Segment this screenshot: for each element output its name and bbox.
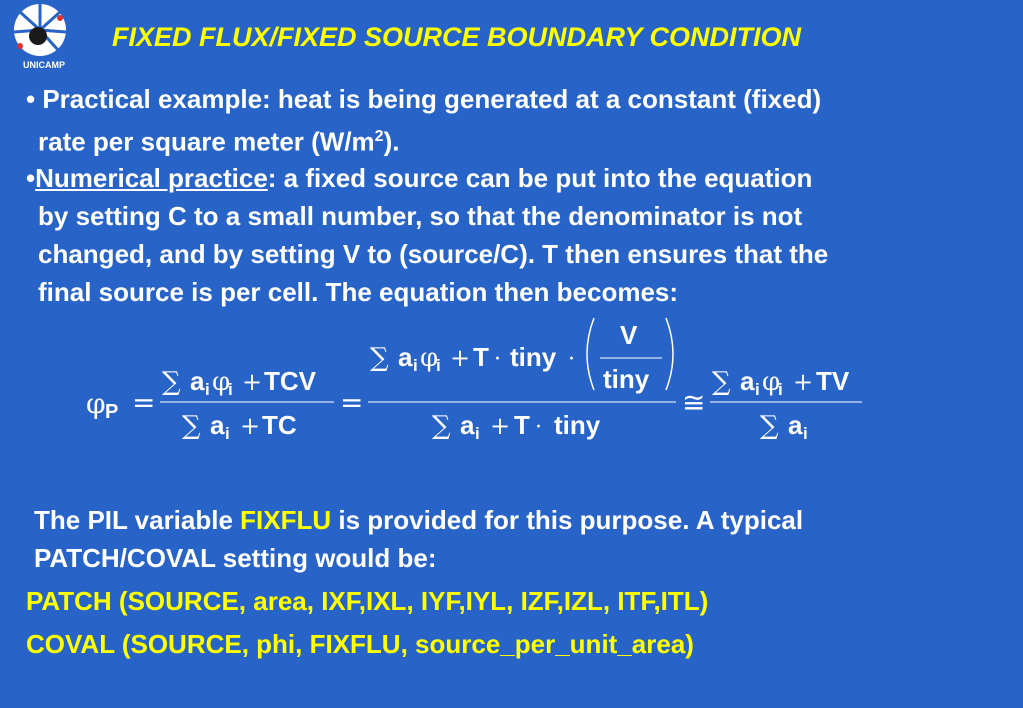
bullet1-line1: Practical example: heat is being generat… [35, 84, 822, 114]
svg-text:a: a [190, 366, 205, 396]
bullet1-line2-end: ). [383, 126, 400, 157]
svg-text:·: · [535, 415, 542, 440]
bullet2-line4: final source is per cell. The equation t… [38, 277, 679, 307]
svg-text:i: i [803, 424, 808, 443]
svg-text:φ: φ [420, 343, 438, 373]
svg-text:+: + [242, 368, 262, 396]
svg-text:+: + [450, 344, 470, 372]
unicamp-logo: UNICAMP [8, 2, 72, 74]
svg-text:a: a [210, 410, 225, 440]
fixflu-paragraph: The PIL variable FIXFLU is provided for … [34, 501, 1009, 577]
svg-text:φ: φ [762, 367, 780, 397]
svg-text:a: a [740, 366, 755, 396]
para3-post: is provided for this purpose. A typical [331, 505, 804, 535]
bullet1-line2: rate per square meter (W/m [38, 126, 375, 157]
svg-text:∑: ∑ [432, 411, 451, 441]
para3-pre: The PIL variable [34, 505, 241, 535]
svg-text:+: + [240, 412, 260, 440]
svg-text:∑: ∑ [712, 367, 731, 397]
svg-text:+: + [793, 368, 813, 396]
svg-text:tiny: tiny [603, 364, 650, 394]
svg-text:TV: TV [816, 366, 850, 396]
svg-text:TC: TC [262, 410, 297, 440]
svg-text:i: i [413, 356, 418, 375]
superscript-2: 2 [374, 128, 384, 145]
para3-line2: PATCH/COVAL setting would be: [34, 543, 437, 573]
svg-text:P: P [105, 401, 118, 423]
svg-text:TCV: TCV [264, 366, 317, 396]
bullet2-line1: : a fixed source can be put into the equ… [267, 163, 813, 193]
svg-text:a: a [788, 410, 803, 440]
svg-text:T: T [514, 410, 530, 440]
svg-text:·: · [494, 347, 501, 372]
equals-sign: = [340, 386, 363, 419]
svg-text:φ: φ [86, 387, 106, 420]
svg-text:T: T [473, 342, 489, 372]
svg-text:∑: ∑ [162, 367, 181, 397]
unicamp-logo-icon [13, 4, 67, 56]
svg-text:=: = [132, 386, 155, 419]
bullet-marker: • [26, 84, 36, 114]
svg-text:∑: ∑ [760, 411, 779, 441]
svg-text:a: a [398, 342, 413, 372]
bullet-marker: • [26, 163, 36, 193]
svg-text:tiny: tiny [554, 410, 601, 440]
svg-text:+: + [490, 412, 510, 440]
equation-lhs: φ P = [86, 386, 155, 423]
svg-text:∑: ∑ [370, 343, 389, 373]
svg-text:i: i [475, 424, 480, 443]
patch-command: PATCH (SOURCE, area, IXF,IXL, IYF,IYL, I… [26, 586, 709, 616]
numerical-practice-label: Numerical practice [35, 163, 268, 193]
coval-command: COVAL (SOURCE, phi, FIXFLU, source_per_u… [26, 629, 694, 659]
svg-text:i: i [436, 356, 441, 375]
svg-text:i: i [755, 380, 760, 399]
svg-text:∑: ∑ [182, 411, 201, 441]
bullet2-line2: by setting C to a small number, so that … [38, 201, 803, 231]
approx-equal-sign: ≅ [682, 386, 705, 419]
bullet2-line3: changed, and by setting V to (source/C).… [38, 239, 829, 269]
svg-text:V: V [620, 320, 638, 350]
bullet-practical-example: • Practical example: heat is being gener… [26, 80, 1001, 161]
svg-text:a: a [460, 410, 475, 440]
svg-text:i: i [778, 380, 783, 399]
svg-text:φ: φ [212, 367, 230, 397]
logo-label: UNICAMP [23, 60, 65, 70]
bullet-numerical-practice: •Numerical practice: a fixed source can … [26, 159, 1001, 311]
svg-text:tiny: tiny [510, 342, 557, 372]
fixflu-highlight: FIXFLU [240, 505, 332, 535]
svg-text:i: i [228, 380, 233, 399]
svg-text:·: · [568, 347, 575, 372]
svg-text:i: i [225, 424, 230, 443]
page-title: FIXED FLUX/FIXED SOURCE BOUNDARY CONDITI… [112, 22, 802, 52]
svg-text:i: i [205, 380, 210, 399]
